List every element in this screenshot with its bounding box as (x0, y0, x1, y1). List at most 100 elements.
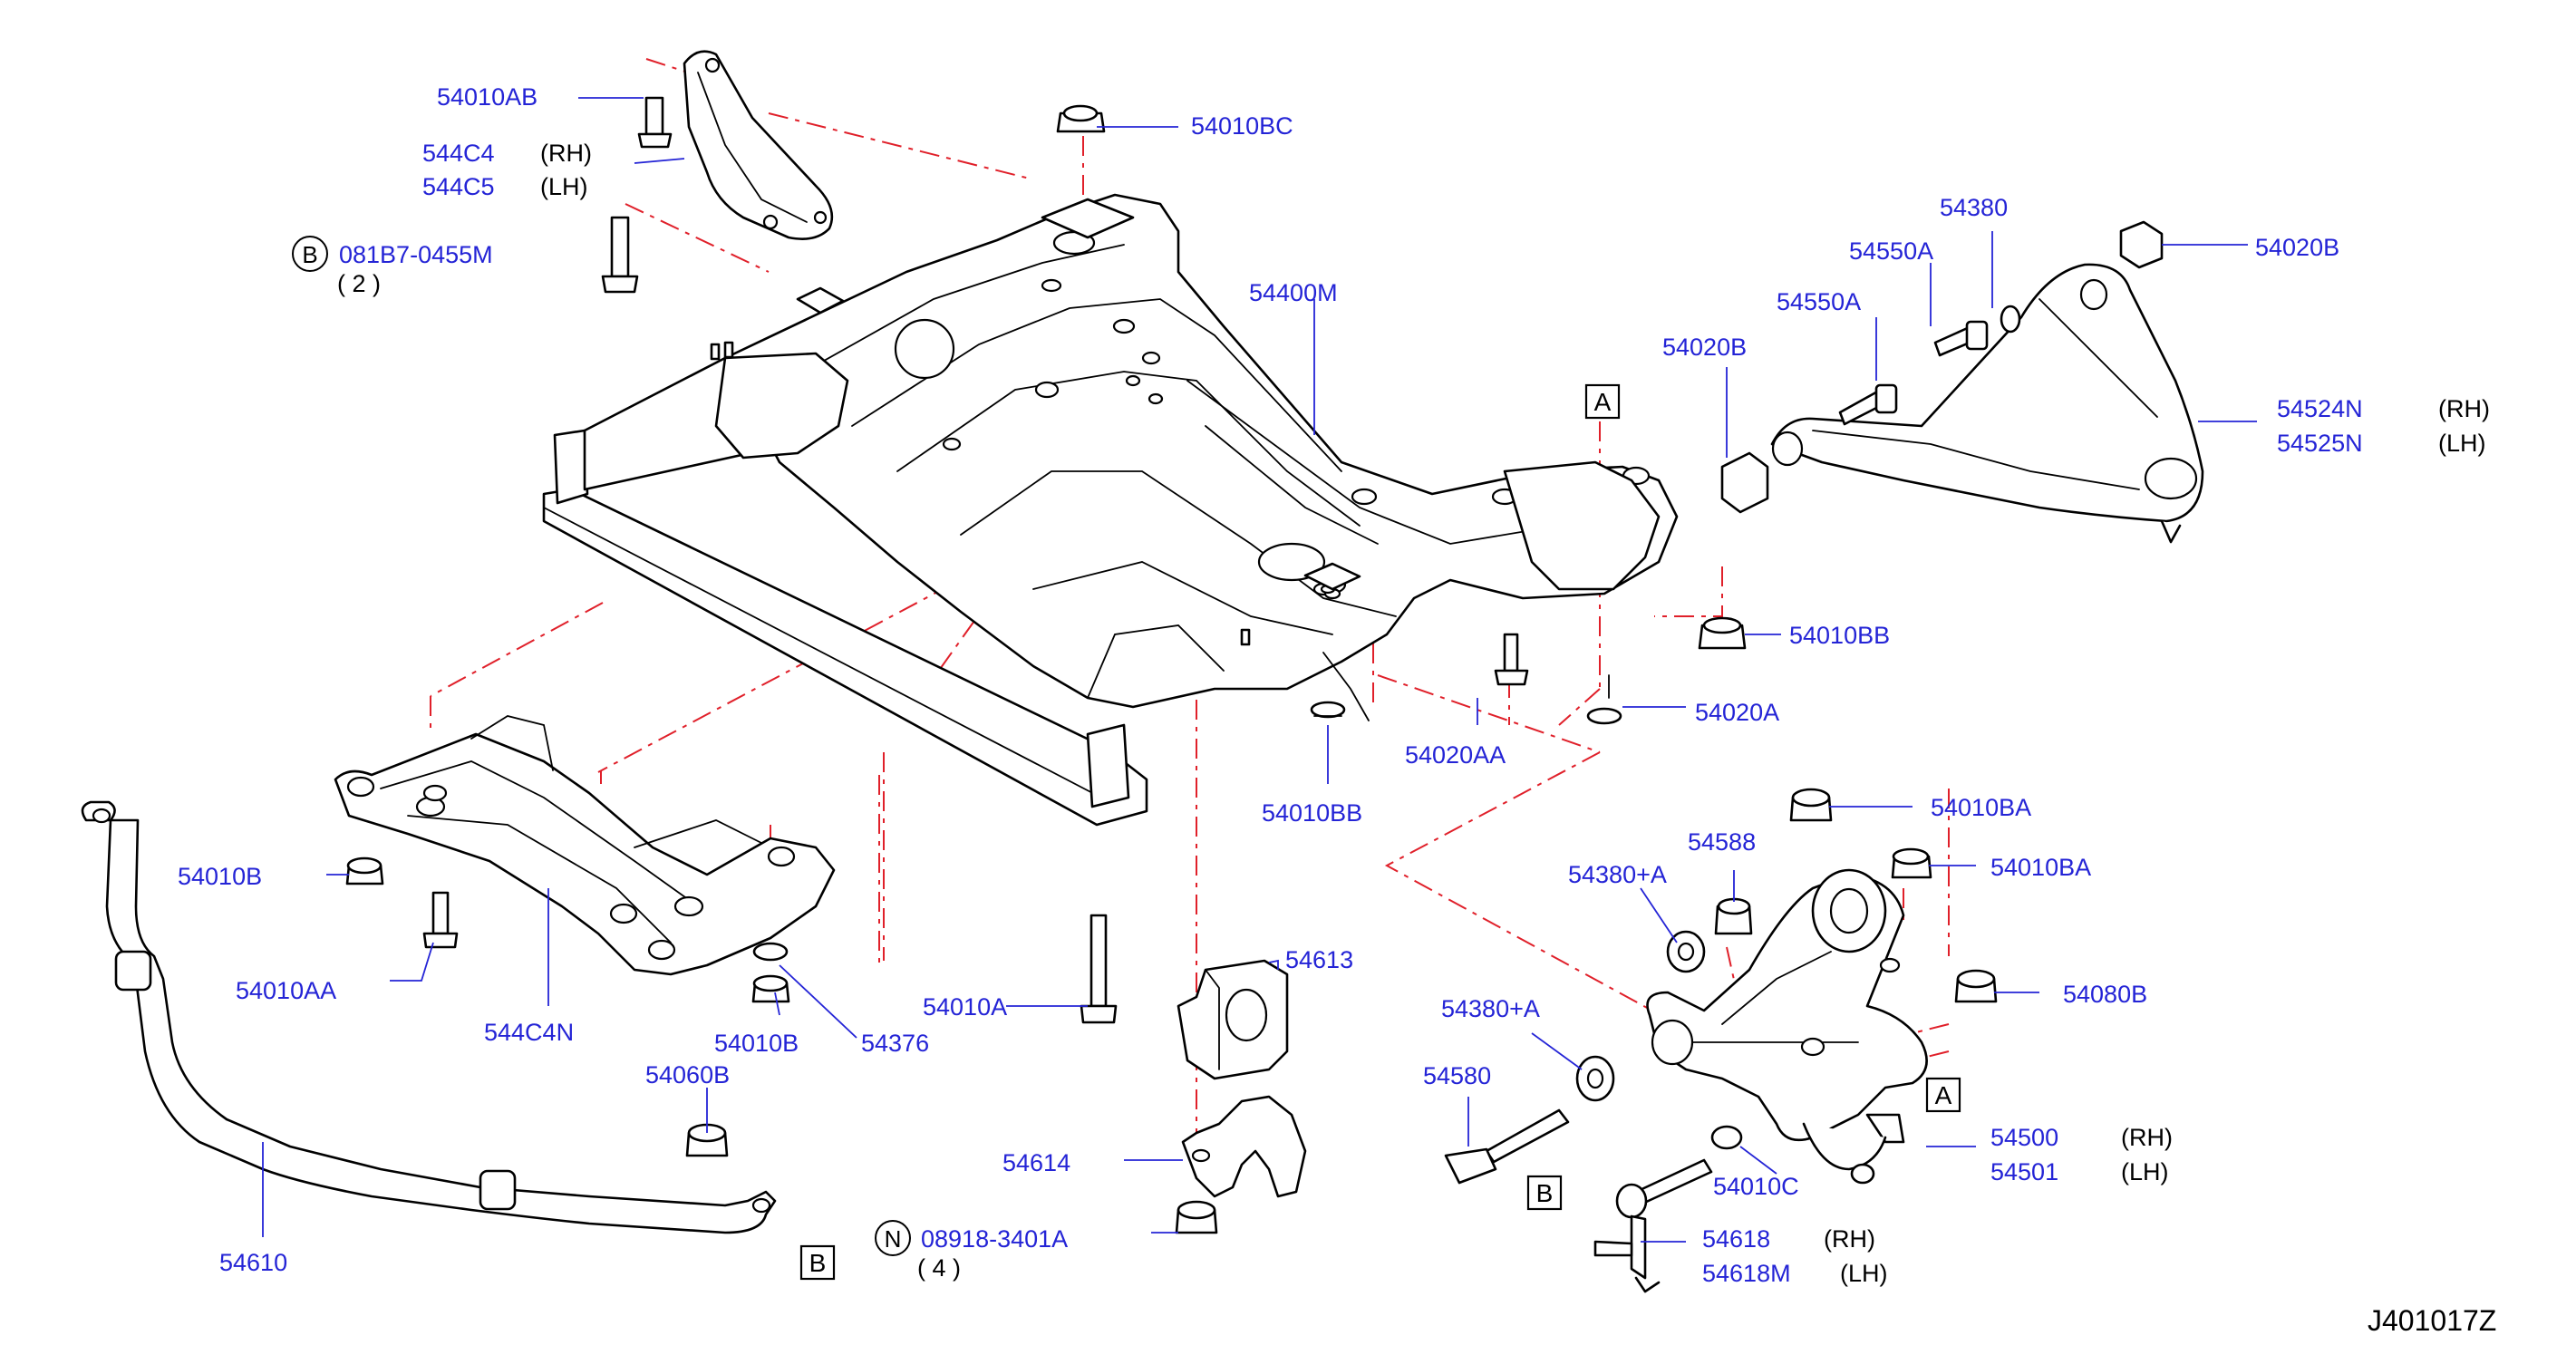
label-08918-3401a: 08918-3401A (921, 1225, 1068, 1253)
label-54020a: 54020A (1695, 699, 1779, 726)
ref-circle-n-nut: N (875, 1220, 911, 1256)
svg-text:A: A (1594, 388, 1612, 416)
label-54550a-lower: 54550A (1777, 288, 1861, 315)
bolt-54010a (1080, 914, 1118, 1024)
mount-54020a (1586, 674, 1622, 725)
stabilizer-link-54618 (1593, 1158, 1713, 1293)
label-54610: 54610 (219, 1249, 287, 1276)
label-54010ba-lower: 54010BA (1990, 854, 2091, 881)
ref-box-a-lower: A (1925, 1077, 1961, 1113)
nut-54010b-left (345, 856, 384, 885)
ref-box-b-link: B (1526, 1175, 1563, 1211)
ref-box-b-stab: B (799, 1244, 836, 1281)
svg-text:N: N (885, 1225, 902, 1253)
nut-08918 (1175, 1200, 1218, 1234)
clamp-54614 (1181, 1095, 1307, 1198)
nut-54010b-center (751, 974, 790, 1003)
label-54501-side: (LH) (2121, 1158, 2169, 1185)
label-54020b-left: 54020B (1662, 334, 1747, 361)
bolt-54580 (1444, 1108, 1570, 1185)
label-54010c: 54010C (1713, 1173, 1799, 1200)
leader-lines (262, 97, 2257, 1243)
label-54010ab: 54010AB (437, 83, 537, 111)
label-54010b-center: 54010B (714, 1030, 799, 1057)
drawing-code: J401017Z (2368, 1304, 2496, 1337)
svg-text:B: B (302, 241, 317, 268)
label-54618-side: (RH) (1824, 1225, 1875, 1253)
label-54080b: 54080B (2063, 981, 2147, 1008)
label-54618m: 54618M (1702, 1260, 1791, 1287)
label-54400m: 54400M (1249, 279, 1338, 306)
label-54376: 54376 (861, 1030, 929, 1057)
label-54525n: 54525N (2277, 430, 2363, 457)
nut-54010bb-r (1698, 616, 1747, 650)
label-54380a-upper: 54380+A (1568, 861, 1667, 888)
bracket-544c4 (683, 50, 834, 240)
label-544c5-side: (LH) (540, 173, 588, 200)
label-08918-qty: ( 4 ) (917, 1254, 961, 1282)
label-54010bb-center: 54010BB (1262, 799, 1362, 827)
label-544c4: 544C4 (422, 140, 495, 167)
stabilizer-bar-54610 (81, 800, 777, 1234)
bolt-081b7 (601, 216, 639, 294)
label-54010bb-right: 54010BB (1789, 622, 1890, 649)
label-54020aa: 54020AA (1405, 741, 1506, 769)
label-54550a-upper: 54550A (1849, 237, 1933, 265)
upper-arm-54524n (1770, 263, 2204, 544)
nut-54080b (1954, 969, 1998, 1003)
member-54400m (542, 193, 1679, 827)
ref-box-a-upper: A (1584, 383, 1621, 420)
mount-54020aa (1494, 633, 1529, 686)
label-544c4n: 544C4N (484, 1019, 574, 1046)
label-54380a-lower: 54380+A (1441, 995, 1540, 1022)
label-54524n: 54524N (2277, 395, 2363, 422)
label-54380: 54380 (1940, 194, 2008, 221)
bolt-54550a-upper (1933, 320, 1989, 357)
bolt-54010aa (422, 891, 459, 949)
collar-54588 (1714, 897, 1753, 935)
ref-circle-b-bolt: B (292, 236, 328, 272)
label-544c5: 544C5 (422, 173, 495, 200)
washer-54010c (1710, 1125, 1743, 1150)
svg-text:A: A (1935, 1081, 1952, 1109)
label-54614: 54614 (1002, 1149, 1070, 1176)
svg-text:B: B (809, 1249, 827, 1277)
nut-54010bc (1056, 104, 1106, 133)
label-54010ba-upper: 54010BA (1931, 794, 2031, 821)
bushing-54020b-left (1720, 451, 1769, 514)
label-544c4-side: (RH) (540, 140, 592, 167)
label-54010bc: 54010BC (1191, 112, 1293, 140)
label-54010aa: 54010AA (236, 977, 336, 1004)
label-54524n-side: (RH) (2438, 395, 2490, 422)
label-54010b-left: 54010B (178, 863, 262, 890)
nut-54010ba-upper (1789, 788, 1833, 822)
label-54618m-side: (LH) (1840, 1260, 1888, 1287)
label-54525n-side: (LH) (2438, 430, 2486, 457)
sub-member-544c4n (334, 715, 836, 976)
washer-54376 (752, 942, 789, 962)
stopper-54380a-lower (1575, 1055, 1615, 1102)
bushing-54020b-right (2119, 220, 2164, 269)
bolt-54550a-lower (1838, 383, 1898, 426)
label-54580: 54580 (1423, 1062, 1491, 1089)
label-54060b: 54060B (645, 1061, 730, 1089)
label-54020b-right: 54020B (2255, 234, 2339, 261)
washer-54380 (2000, 305, 2021, 334)
label-54501: 54501 (1990, 1158, 2058, 1185)
nut-54010ba-lower (1891, 847, 1932, 879)
lower-arm-54500 (1646, 868, 1928, 1185)
label-54588: 54588 (1688, 828, 1756, 856)
label-54613: 54613 (1285, 946, 1353, 973)
part-labels: 54010AB 544C4 (RH) 544C5 (LH) 081B7-0455… (178, 83, 2496, 1337)
label-081b7-qty: ( 2 ) (337, 270, 381, 297)
label-081b7-0455m: 081B7-0455M (339, 241, 493, 268)
label-54500: 54500 (1990, 1124, 2058, 1151)
mount-54010bb-c (1310, 701, 1346, 719)
label-54618: 54618 (1702, 1225, 1770, 1253)
label-54500-side: (RH) (2121, 1124, 2173, 1151)
svg-text:B: B (1536, 1179, 1554, 1207)
label-54010a: 54010A (923, 993, 1007, 1021)
bolt-54010ab (637, 96, 673, 149)
bushing-54613 (1177, 959, 1289, 1080)
